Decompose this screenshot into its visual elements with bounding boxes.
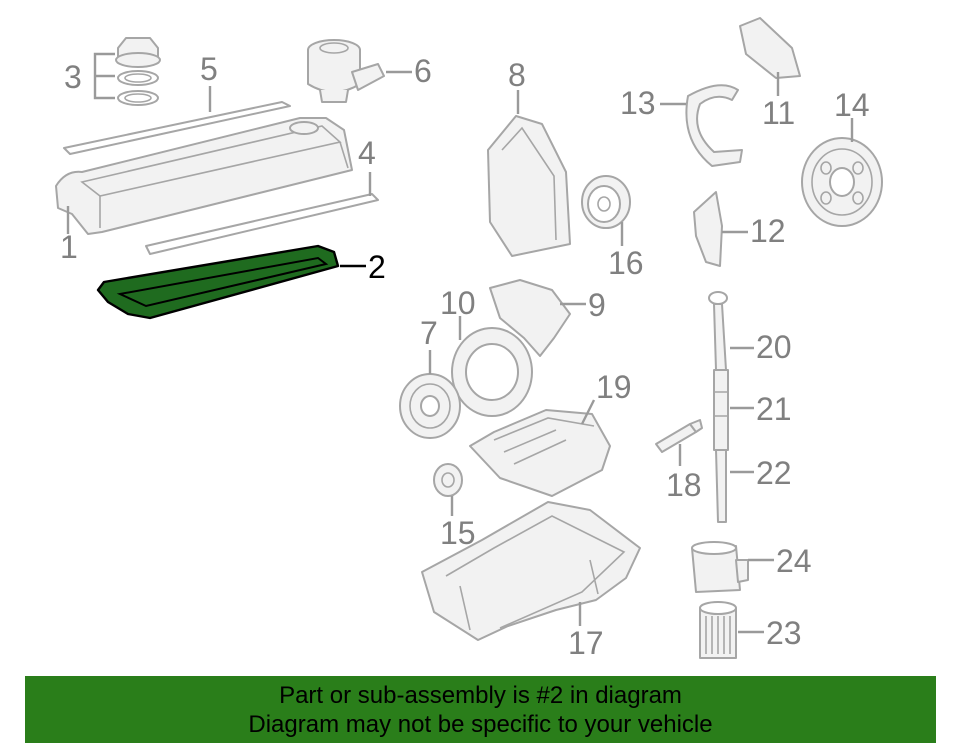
callout-12[interactable]: 12 (750, 213, 786, 249)
part-23-oil-filter[interactable] (699, 601, 737, 659)
part-5-cover-gasket[interactable] (63, 101, 291, 155)
part-6-filler-neck[interactable] (307, 39, 385, 103)
info-banner: Part or sub-assembly is #2 in diagram Di… (25, 676, 936, 743)
callout-15[interactable]: 15 (440, 515, 476, 551)
parts-diagram: 1 2 3 4 5 6 7 8 9 10 11 12 13 14 15 16 1… (55, 17, 883, 661)
banner-line-2: Diagram may not be specific to your vehi… (248, 710, 713, 738)
part-7-crank-pulley[interactable] (399, 373, 461, 439)
callout-8[interactable]: 8 (508, 57, 526, 93)
callout-17[interactable]: 17 (568, 625, 604, 661)
callout-20[interactable]: 20 (756, 329, 792, 365)
callout-18[interactable]: 18 (666, 467, 702, 503)
callout-4[interactable]: 4 (358, 135, 376, 171)
part-15-pump-gear[interactable] (433, 463, 463, 497)
part-16-tensioner-pulley[interactable] (581, 175, 631, 229)
callout-10[interactable]: 10 (440, 285, 476, 321)
callout-3[interactable]: 3 (64, 59, 82, 95)
part-8-timing-cover[interactable] (487, 115, 571, 257)
part-12-belt-guard[interactable] (693, 191, 723, 267)
callout-7[interactable]: 7 (420, 315, 438, 351)
part-2-highlighted-gasket[interactable] (96, 244, 340, 320)
part-9-bracket[interactable] (489, 279, 571, 357)
callout-23[interactable]: 23 (766, 615, 802, 651)
callout-1[interactable]: 1 (60, 229, 78, 265)
callout-16[interactable]: 16 (608, 245, 644, 281)
part-17-oil-pan[interactable] (421, 501, 641, 641)
part-24-filter-housing[interactable] (691, 541, 749, 593)
part-18-sealant-tube[interactable] (655, 419, 703, 453)
part-21-dipstick-tube[interactable] (713, 369, 729, 451)
part-14-sprocket[interactable] (801, 137, 883, 227)
callout-11[interactable]: 11 (762, 95, 795, 131)
callout-22[interactable]: 22 (756, 455, 792, 491)
callout-5[interactable]: 5 (200, 51, 218, 87)
part-3-oil-cap[interactable] (115, 37, 161, 106)
part-10-backing-plate[interactable] (451, 327, 533, 417)
callout-24[interactable]: 24 (776, 543, 812, 579)
leader-19 (580, 399, 596, 425)
leader-3 (93, 52, 115, 100)
callout-13[interactable]: 13 (620, 85, 656, 121)
callout-9[interactable]: 9 (588, 287, 606, 323)
part-22-dipstick-lower[interactable] (715, 449, 727, 523)
part-11-rear-cover[interactable] (739, 17, 801, 79)
part-20-dipstick[interactable] (708, 291, 728, 371)
part-1-valve-cover[interactable] (55, 117, 353, 235)
callout-19[interactable]: 19 (596, 369, 632, 405)
callout-21[interactable]: 21 (756, 391, 792, 427)
callout-2[interactable]: 2 (368, 249, 386, 285)
callout-14[interactable]: 14 (834, 87, 870, 123)
part-19-baffle[interactable] (469, 409, 611, 497)
part-13-timing-belt[interactable] (685, 84, 743, 167)
callout-6[interactable]: 6 (414, 53, 432, 89)
part-4-cover-gasket[interactable] (145, 193, 379, 255)
banner-line-1: Part or sub-assembly is #2 in diagram (279, 681, 682, 709)
